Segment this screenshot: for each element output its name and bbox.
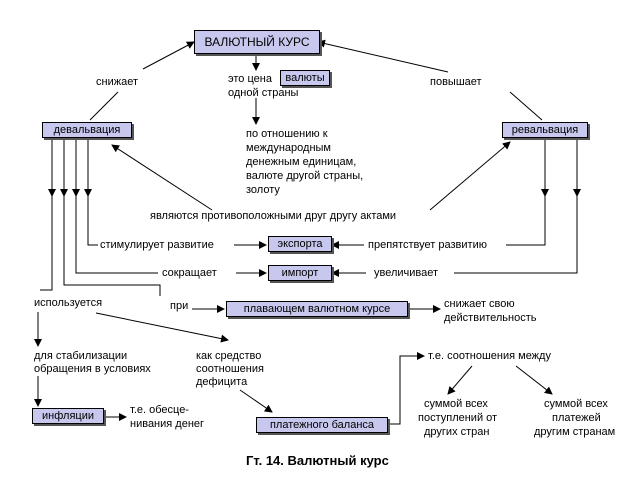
- label-relation-5: золоту: [246, 184, 280, 196]
- label-relation-4: валюте другой страны,: [246, 170, 364, 182]
- label-payments-1: суммой всех: [544, 398, 608, 410]
- arrow-ratio-to-receipts: [447, 365, 473, 395]
- label-hinders: препятствует развитию: [368, 239, 487, 251]
- currency-box: валюты: [280, 70, 330, 86]
- label-payments-3: другим странам: [534, 426, 616, 438]
- label-relation-3: денежным единицам,: [246, 156, 357, 168]
- deval-reduces-path: [75, 196, 158, 274]
- payment-balance-box: платежного баланса: [256, 417, 388, 433]
- floating-rate-box: плавающем валютном курсе: [226, 301, 408, 317]
- label-relation-2: международным: [246, 142, 331, 154]
- label-opposite: являются противоположными друг другу акт…: [150, 210, 397, 222]
- revaluation-box: ревальвация: [502, 122, 588, 138]
- label-lowers: снижает: [96, 76, 138, 88]
- label-at: при: [170, 300, 189, 312]
- label-reduces-effect-1: снижает свою: [444, 298, 515, 310]
- label-receipts-3: других стран: [424, 426, 490, 438]
- label-means-3: дефицита: [196, 376, 248, 388]
- arrow-used-to-means: [95, 312, 229, 343]
- label-inflation-2: нивания денег: [130, 418, 205, 430]
- label-price-2: одной страны: [228, 87, 299, 99]
- label-receipts-1: суммой всех: [424, 398, 488, 410]
- import-box: импорт: [268, 265, 332, 281]
- arrow-opposite-to-reval: [429, 141, 511, 211]
- reval-hinders-path: [506, 196, 546, 246]
- label-receipts-2: поступлений от: [418, 412, 498, 424]
- label-increases: увеличивает: [374, 267, 439, 279]
- arrow-ratio-to-payments: [515, 365, 553, 395]
- deval-used-path: [40, 196, 53, 291]
- exchange-rate-box: ВАЛЮТНЫЙ КУРС: [194, 30, 320, 54]
- label-ratio: т.е. соотношения между: [428, 350, 551, 362]
- label-stimulates: стимулирует развитие: [100, 239, 214, 251]
- label-inflation-1: т.е. обесце-: [130, 404, 189, 416]
- label-price-1: это цена: [228, 73, 272, 85]
- label-used: используется: [34, 297, 103, 309]
- label-payments-2: платежей: [552, 412, 601, 424]
- deval-stimulates-path: [87, 196, 98, 246]
- label-means-2: соотношения: [196, 363, 264, 375]
- reval-increases-path: [454, 196, 578, 274]
- deval-at-path: [63, 196, 161, 296]
- arrow-opposite-to-deval: [111, 144, 213, 211]
- label-raises: повышает: [430, 76, 482, 88]
- arrow-raises-to-rate: [317, 39, 449, 73]
- label-stab-1: для стабилизации: [34, 350, 128, 362]
- label-reduces: сокращает: [162, 267, 217, 279]
- arrow-means-to-balance: [239, 389, 273, 413]
- label-means-1: как средство: [196, 350, 262, 362]
- export-box: экспорта: [268, 236, 332, 252]
- line-reval-to-raises: [509, 91, 543, 121]
- label-stab-2: обращения в условиях: [34, 363, 151, 375]
- devaluation-box: девальвация: [42, 122, 132, 138]
- figure-caption: Гт. 14. Валютный курс: [246, 453, 389, 468]
- line-deval-to-lowers: [89, 91, 119, 121]
- label-relation-1: по отношению к: [246, 128, 328, 140]
- arrow-lowers-to-rate: [142, 41, 195, 70]
- label-reduces-effect-2: действительность: [444, 312, 537, 324]
- arrow-balance-to-ratio: [388, 352, 425, 425]
- inflation-box: инфляции: [32, 408, 104, 424]
